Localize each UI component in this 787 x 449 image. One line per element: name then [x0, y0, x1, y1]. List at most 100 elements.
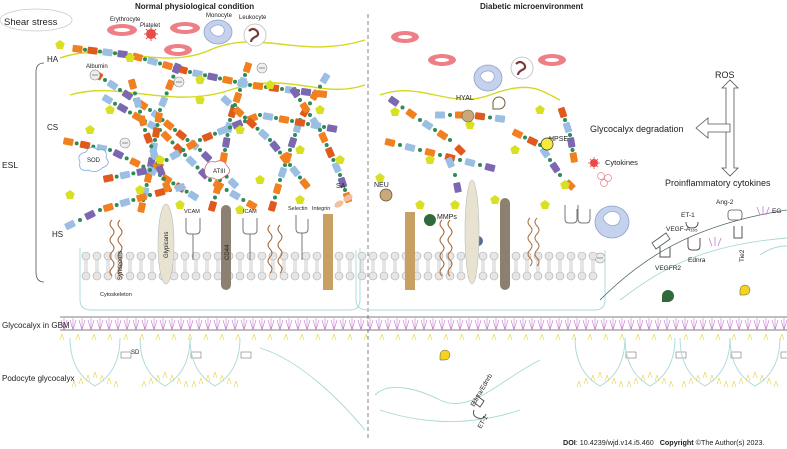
lipid-head — [423, 271, 433, 281]
erythrocyte-center — [114, 28, 130, 32]
lipid-tail — [580, 260, 584, 272]
gag-bead — [242, 61, 253, 74]
gbm-strand — [609, 318, 617, 331]
gag-link — [98, 208, 102, 212]
gbm-strand — [402, 318, 410, 331]
gbm-strand — [204, 318, 212, 331]
gag-link — [478, 163, 482, 167]
gag-link — [322, 125, 326, 129]
gag-link — [149, 144, 154, 149]
gag-bead — [252, 82, 264, 90]
gag-bead — [106, 79, 119, 91]
gag-link — [158, 108, 162, 112]
lipid-head — [566, 271, 576, 281]
gag-link — [398, 143, 402, 147]
gag-link — [144, 183, 149, 187]
podocyte-glycocalyx-strand — [226, 377, 232, 385]
podocyte-glycocalyx-strand — [235, 333, 241, 341]
gag-bead — [277, 166, 288, 179]
podocyte-glycocalyx-strand — [633, 377, 639, 385]
gbm-strand — [618, 318, 626, 331]
podocyte-glycocalyx-strand — [176, 377, 182, 385]
podocyte-glycocalyx-strand — [91, 333, 97, 341]
gag-bead — [287, 136, 298, 149]
podocyte-glycocalyx-strand — [523, 333, 529, 341]
gag-bead — [436, 129, 449, 141]
gag-bead — [143, 132, 153, 144]
gag-bead — [300, 88, 312, 96]
gag-link — [218, 76, 222, 81]
gag-bead — [289, 86, 301, 99]
podocyte-glycocalyx-strand — [661, 377, 667, 385]
podocyte-glycocalyx-strand — [219, 374, 225, 382]
gag-link — [203, 73, 207, 78]
cytokines-label: Cytokines — [605, 158, 638, 167]
podocyte-glycocalyx-strand — [667, 333, 673, 341]
lipid-tail — [426, 260, 430, 272]
podocyte-foot — [139, 337, 191, 387]
leukocyte-icon — [243, 23, 267, 47]
podocyte-glycocalyx-strand — [107, 333, 113, 341]
podocyte-glycocalyx-strand — [162, 371, 168, 379]
integrin-label: Integrin — [312, 206, 330, 212]
gag-bead — [511, 128, 524, 139]
gag-link — [148, 108, 152, 112]
lipid-head — [345, 271, 355, 281]
lipid-head — [511, 251, 521, 261]
gbm-strand — [384, 318, 392, 331]
lipid-tail — [128, 260, 132, 272]
gag-bead — [220, 95, 232, 107]
gag-link — [433, 128, 437, 132]
gbm-strand — [708, 318, 716, 331]
lipid-head — [213, 271, 223, 281]
gag-bead — [87, 46, 98, 55]
gbm-strand — [114, 318, 122, 331]
hyal-pacman-icon — [492, 96, 506, 110]
gag-bead — [207, 72, 218, 82]
podocyte-glycocalyx-strand — [681, 380, 687, 388]
gag-bead — [154, 188, 166, 197]
lipid-head — [544, 271, 554, 281]
gbm-strand — [663, 318, 671, 331]
gbm-strand — [600, 318, 608, 331]
podocyte-glycocalyx-strand — [747, 333, 753, 341]
gbm-strand — [519, 318, 527, 331]
lipid-head — [136, 251, 146, 261]
lipid-tail — [216, 260, 220, 272]
gag-bead — [326, 124, 338, 133]
gbm-strand — [429, 318, 437, 331]
lipid-head — [257, 251, 267, 261]
gag-bead — [279, 153, 291, 165]
sialic-acid-pentagon — [175, 200, 185, 209]
sialic-acid-pentagon — [105, 105, 115, 114]
gag-link — [74, 141, 79, 146]
gag-link — [98, 49, 102, 54]
gag-link — [148, 168, 152, 172]
copyright-value: ©The Author(s) 2023. — [694, 438, 765, 447]
lipid-head — [390, 251, 400, 261]
sialic-acid-pentagon — [55, 40, 65, 49]
gag-link — [153, 138, 157, 142]
gag-link — [158, 61, 162, 66]
podocyte-glycocalyx-strand — [198, 377, 204, 385]
podocyte-glycocalyx-strand — [715, 333, 721, 341]
podocyte-glycocalyx-strand — [139, 333, 145, 341]
sa-icon — [334, 194, 353, 208]
diabetic-monocyte — [594, 205, 630, 239]
gag-bead — [174, 183, 186, 192]
podocyte-foot — [69, 337, 121, 387]
erythrocyte-center — [177, 26, 193, 30]
gbm-strand — [672, 318, 680, 331]
gag-bead — [102, 48, 113, 57]
lipid-head — [489, 271, 499, 281]
gag-link — [223, 148, 227, 152]
gbm-strand — [510, 318, 518, 331]
podocyte-glycocalyx-strand — [155, 374, 161, 382]
gag-bead — [233, 106, 245, 118]
gag-bead — [138, 115, 147, 127]
podocyte-glycocalyx-strand — [141, 380, 147, 388]
podocyte-glycocalyx-strand — [571, 333, 577, 341]
cs-label: CS — [47, 123, 58, 132]
slit-diaphragm — [730, 351, 742, 359]
lipid-tail — [348, 260, 352, 272]
